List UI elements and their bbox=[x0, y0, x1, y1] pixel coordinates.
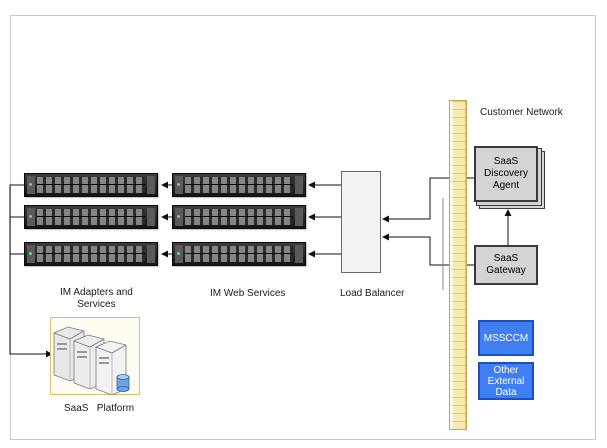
arrow-adapters-to-platform bbox=[9, 184, 53, 358]
customer-network-label: Customer Network bbox=[480, 107, 563, 118]
msscm-label: MSSCCM bbox=[483, 332, 529, 344]
adapter-server-1 bbox=[24, 173, 158, 197]
web-server-3 bbox=[172, 242, 306, 266]
im-adapters-label: IM Adapters and Services bbox=[60, 287, 133, 310]
load-balancer-label: Load Balancer bbox=[340, 288, 405, 299]
firewall-icon bbox=[449, 100, 467, 430]
im-web-services-label: IM Web Services bbox=[210, 288, 286, 299]
database-icon bbox=[116, 374, 130, 392]
other-external-data-label: Other External Data bbox=[487, 364, 525, 398]
load-balancer-box bbox=[341, 171, 381, 273]
other-external-data-box: Other External Data bbox=[478, 362, 534, 400]
web-server-2 bbox=[172, 205, 306, 229]
web-server-1 bbox=[172, 173, 306, 197]
saas-discovery-agent-box: SaaS Discovery Agent bbox=[474, 146, 538, 202]
saas-gateway-box: SaaS Gateway bbox=[474, 245, 538, 285]
saas-platform-label: SaaS Platform bbox=[64, 403, 135, 414]
msscm-box: MSSCCM bbox=[478, 320, 534, 356]
saas-gateway-label: SaaS Gateway bbox=[486, 253, 526, 276]
adapter-server-3 bbox=[24, 242, 158, 266]
adapter-server-2 bbox=[24, 205, 158, 229]
saas-discovery-agent-label: SaaS Discovery Agent bbox=[484, 156, 528, 191]
